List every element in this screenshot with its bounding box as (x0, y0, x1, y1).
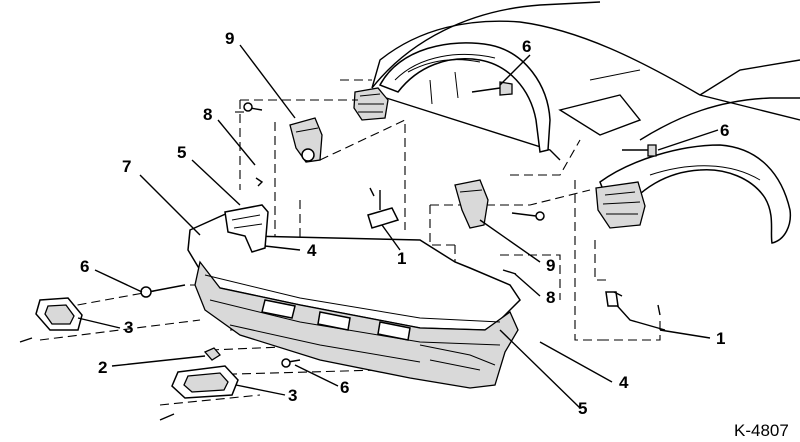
callout-labels: 9 6 8 6 5 7 4 1 6 9 8 3 1 2 4 3 6 5 K-48… (80, 29, 789, 440)
callout-9-top: 9 (225, 29, 234, 48)
callout-5-bottom: 5 (578, 399, 587, 418)
callout-1-mid: 1 (397, 249, 406, 268)
wheel-arch-liner-left (378, 42, 551, 153)
fasteners (19, 81, 661, 421)
callout-7: 7 (122, 157, 131, 176)
bracket-9-mid-right (454, 179, 489, 229)
mounting-bracket-upper (353, 87, 389, 121)
callout-8-mid: 8 (546, 288, 555, 307)
callout-5-left: 5 (177, 143, 186, 162)
callout-9-mid: 9 (546, 256, 555, 275)
figure-id: K-4807 (734, 421, 789, 440)
bracket-3-lower (171, 365, 239, 399)
callout-3-bottom: 3 (288, 386, 297, 405)
callout-6-right: 6 (720, 121, 729, 140)
callout-3-left: 3 (124, 318, 133, 337)
callout-6-bottom: 6 (340, 378, 349, 397)
support-rod-1 (367, 190, 400, 229)
wheel-arch-liner-right (595, 144, 792, 244)
car-body-outline (371, 1, 800, 161)
bracket-3-left (35, 297, 83, 331)
callout-2: 2 (98, 358, 107, 377)
callout-6-left: 6 (80, 257, 89, 276)
callout-8-top: 8 (203, 105, 212, 124)
callout-4-bottom: 4 (619, 373, 629, 392)
callout-6-top: 6 (522, 37, 531, 56)
support-rod-right (605, 291, 666, 331)
callout-1-right: 1 (716, 329, 725, 348)
bracket-9-upper-left (289, 117, 323, 163)
rear-bumper-assembly (187, 204, 521, 389)
callout-4-left: 4 (307, 241, 317, 260)
leader-lines (77, 44, 719, 409)
